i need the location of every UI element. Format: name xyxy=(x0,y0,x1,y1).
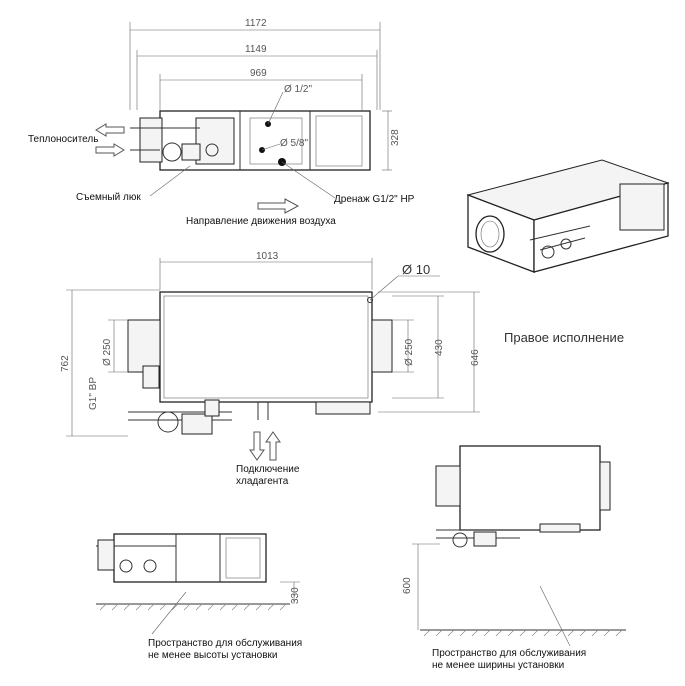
dim-thread: G1" ВР xyxy=(88,377,99,410)
service-width-line2: не менее ширины установки xyxy=(432,660,564,671)
pipe-five-eighth-label: Ø 5/8" xyxy=(280,138,308,149)
coolant-arrows xyxy=(95,123,125,157)
dim-height: 328 xyxy=(390,129,401,146)
dim-duct-right: Ø 250 xyxy=(404,338,415,366)
dim-service-clearance-width: 600 xyxy=(402,577,413,594)
service-height-line2: не менее высоты установки xyxy=(148,650,278,661)
duct-flange-iso xyxy=(475,215,505,253)
airflow-arrow xyxy=(257,198,300,214)
dim-total-width: 762 xyxy=(60,355,71,372)
dim-plan-length: 1013 xyxy=(256,251,279,262)
isometric-view xyxy=(466,159,670,273)
plan-piping xyxy=(128,365,269,435)
refrigerant-label-line1: Подключение xyxy=(236,464,300,475)
drain-label: Дренаж G1/2" НР xyxy=(334,194,415,205)
removable-hatch xyxy=(195,117,235,165)
side-view: 1172 1149 969 328 Ø 1/2" Ø 5/8" Дренаж G… xyxy=(28,18,415,227)
duct-flange-left xyxy=(127,319,161,373)
floor-hatch-1 xyxy=(99,603,287,611)
dim-body-length: 1149 xyxy=(245,44,267,55)
dim-duct-left: Ø 250 xyxy=(102,338,113,366)
bolt-hole-label: Ø 10 xyxy=(402,262,430,277)
service-height-view: 330 Пространство для обслуживания не мен… xyxy=(96,533,302,661)
refrigerant-label-line2: хладагента xyxy=(236,476,289,487)
version-label: Правое исполнение xyxy=(504,330,624,345)
service-height-line1: Пространство для обслуживания xyxy=(148,637,302,649)
bolt-hole xyxy=(367,297,373,303)
plan-view: 1013 Ø 10 762 Ø 250 G1" ВР xyxy=(60,251,624,487)
dim-service-clearance-height: 330 xyxy=(290,587,301,604)
service-width-view: 600 Пространство для обслуживания не мен… xyxy=(402,445,626,671)
coolant-label: Теплоноситель xyxy=(28,134,98,145)
piping-assembly xyxy=(130,117,219,163)
service-width-piping xyxy=(436,523,581,548)
hatch-label: Съемный люк xyxy=(76,192,141,203)
dim-section-length: 969 xyxy=(250,68,267,79)
duct-flange-right xyxy=(371,319,393,373)
floor-hatch-2 xyxy=(423,629,623,637)
pipe-half-inch-label: Ø 1/2" xyxy=(284,84,312,95)
dim-body-width: 646 xyxy=(470,349,481,366)
airflow-label: Направление движения воздуха xyxy=(186,216,336,227)
service-width-line1: Пространство для обслуживания xyxy=(432,647,586,659)
dim-flange-height: 430 xyxy=(434,339,445,356)
refrigerant-arrows xyxy=(249,431,281,461)
dim-overall-length: 1172 xyxy=(245,18,267,29)
unit-body-side xyxy=(159,110,371,171)
dimension-lines-top xyxy=(129,22,392,171)
unit-body-plan xyxy=(159,291,373,403)
iso-piping xyxy=(529,225,591,259)
